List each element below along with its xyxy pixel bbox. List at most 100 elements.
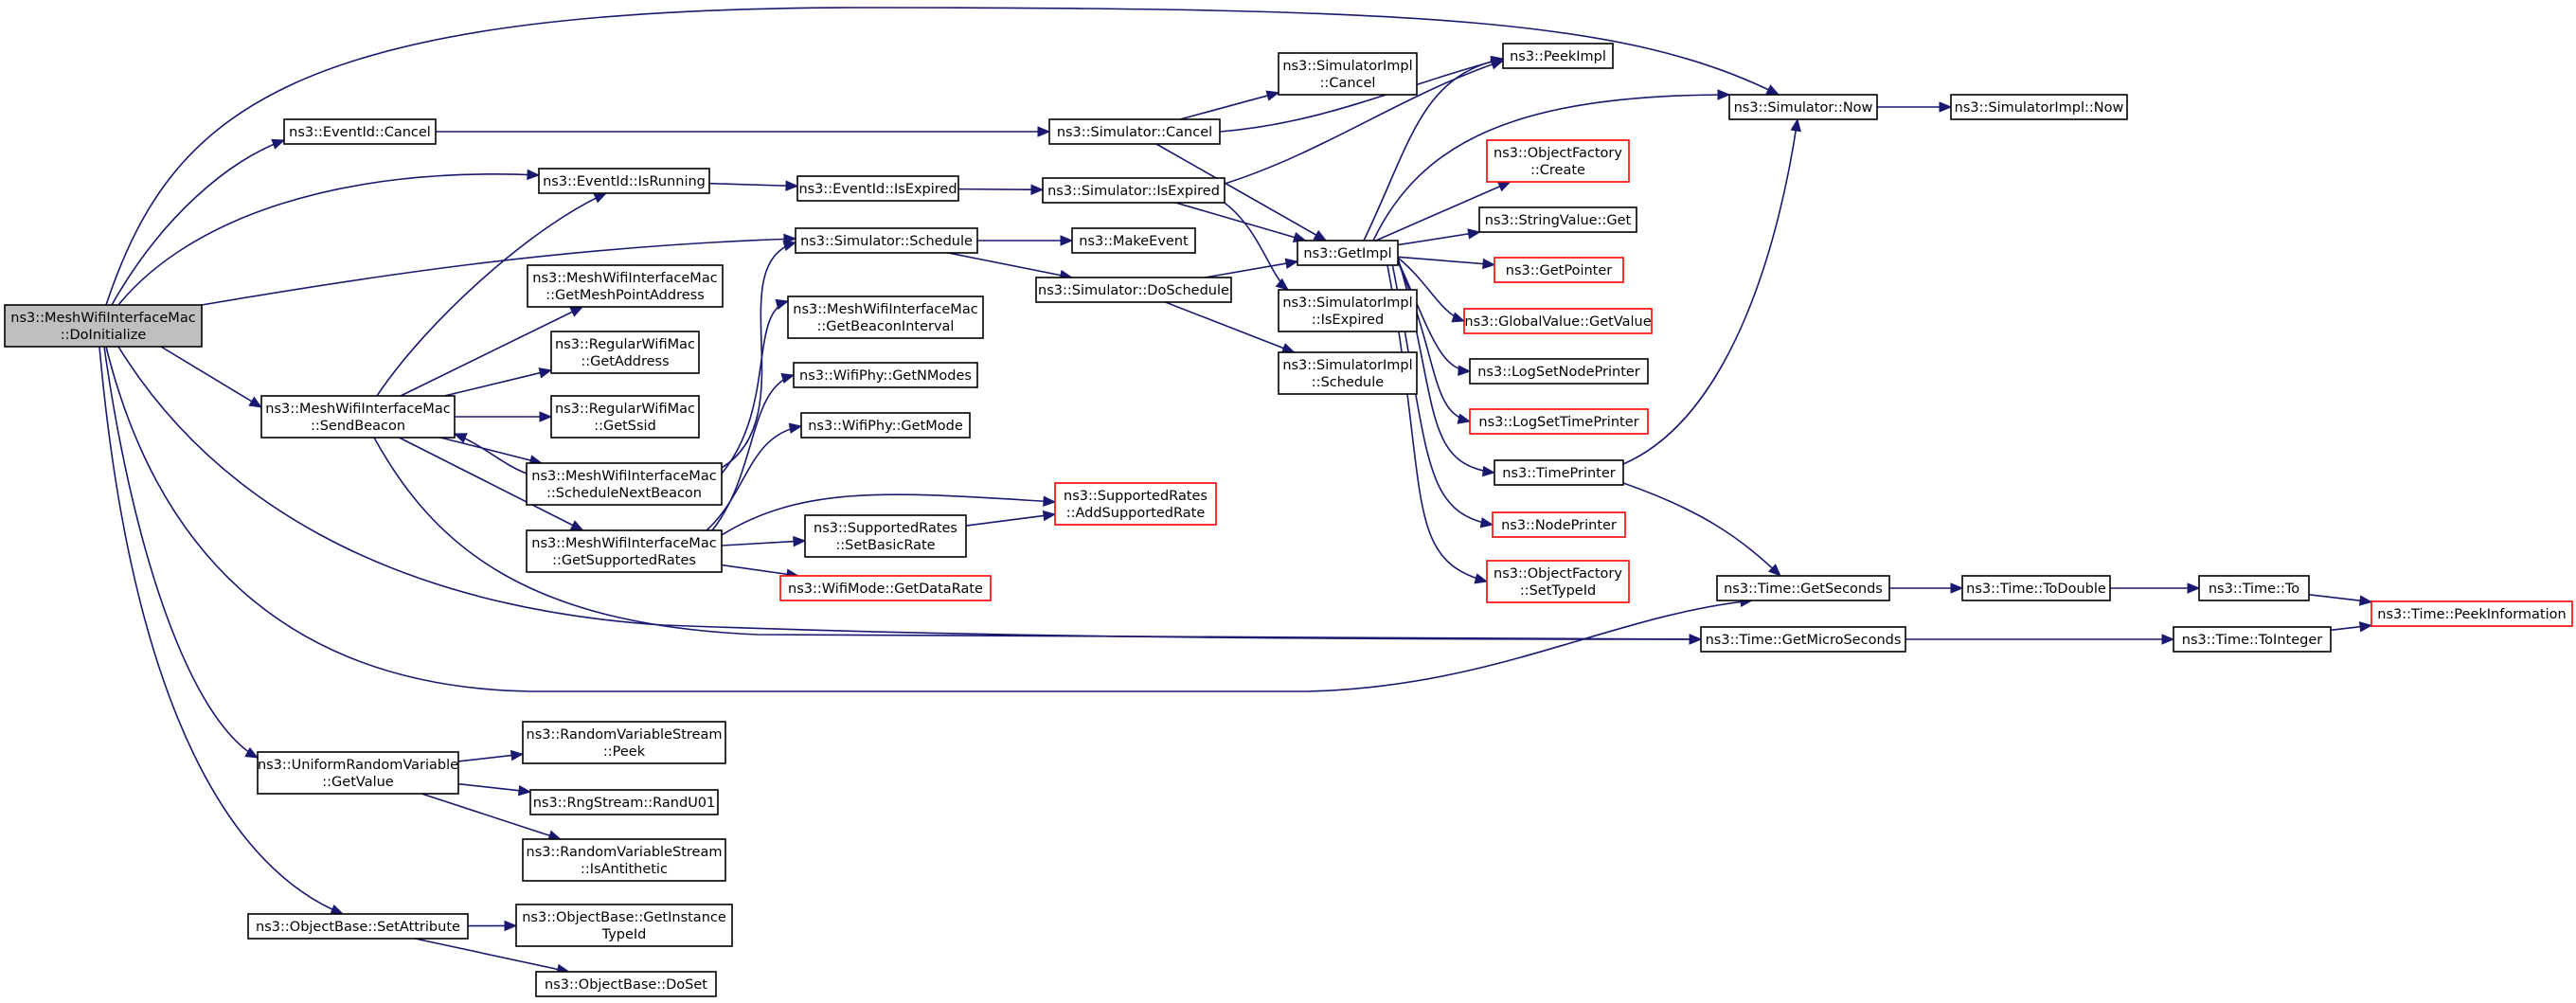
node-SimNow[interactable]: ns3::Simulator::Now (1728, 94, 1878, 120)
edge-line (957, 188, 1044, 191)
edge-GetSupportedRates-to-SetBasicRate (721, 535, 807, 547)
node-GetBeaconInterval[interactable]: ns3::MeshWifiInterfaceMac::GetBeaconInte… (787, 296, 984, 339)
node-TimePrinter[interactable]: ns3::TimePrinter (1494, 459, 1624, 486)
node-box (787, 296, 984, 339)
edge-GetSupportedRates-to-GetMode (706, 422, 803, 531)
node-ImplCancel[interactable]: ns3::SimulatorImpl::Cancel (1278, 52, 1418, 96)
node-ScheduleNextBeacon[interactable]: ns3::MeshWifiInterfaceMac::ScheduleNextB… (526, 462, 723, 506)
node-SendBeacon[interactable]: ns3::MeshWifiInterfaceMac::SendBeacon (260, 395, 456, 439)
node-ToDouble[interactable]: ns3::Time::ToDouble (1961, 575, 2111, 601)
node-label-line: ns3::StringValue::Get (1485, 213, 1632, 228)
arrowhead-icon (1496, 181, 1512, 192)
node-label-line: ns3::RegularWifiMac (555, 402, 695, 417)
node-ToInteger[interactable]: ns3::Time::ToInteger (2173, 626, 2332, 653)
node-PeekImpl[interactable]: ns3::PeekImpl (1502, 43, 1614, 69)
arrowhead-icon (785, 180, 799, 191)
node-NodePrinter[interactable]: ns3::NodePrinter (1492, 511, 1626, 538)
node-ImplNow[interactable]: ns3::SimulatorImpl::Now (1950, 94, 2128, 120)
node-label-line: ns3::ObjectFactory (1494, 146, 1622, 161)
arrowhead-icon (1490, 55, 1505, 67)
node-SimSchedule[interactable]: ns3::Simulator::Schedule (795, 227, 978, 254)
node-UniformGetValue[interactable]: ns3::UniformRandomVariable::GetValue (257, 751, 459, 795)
node-label-line: ::IsAntithetic (581, 862, 668, 877)
node-label-line: ::GetValue (322, 775, 394, 790)
arrowhead-icon (271, 138, 286, 150)
node-SetAttribute[interactable]: ns3::ObjectBase::SetAttribute (247, 913, 469, 940)
node-label-line: ns3::RngStream::RandU01 (533, 796, 716, 811)
node-SimIsExpired[interactable]: ns3::Simulator::IsExpired (1042, 177, 1225, 204)
node-box (550, 395, 700, 439)
node-box (2198, 575, 2310, 601)
node-label-line: ns3::WifiPhy::GetNModes (799, 368, 972, 384)
node-RVSPeek[interactable]: ns3::RandomVariableStream::Peek (522, 721, 726, 764)
node-ImplIsExpired[interactable]: ns3::SimulatorImpl::IsExpired (1278, 289, 1418, 332)
arrowhead-icon (1043, 495, 1057, 507)
node-DoSchedule[interactable]: ns3::Simulator::DoSchedule (1035, 277, 1232, 303)
edge-TimeTo-to-PeekInformation (2308, 594, 2373, 606)
node-GetImpl[interactable]: ns3::GetImpl (1297, 240, 1399, 266)
edge-GetSeconds-to-ToDouble (1889, 582, 1964, 594)
node-label-line: ns3::LogSetNodePrinter (1477, 365, 1640, 380)
node-GetNModes[interactable]: ns3::WifiPhy::GetNModes (793, 362, 978, 388)
edge-DoSchedule-to-ImplSchedule (1165, 301, 1296, 353)
arrowhead-icon (780, 372, 796, 385)
edge-GetImpl-to-SimNow (1372, 89, 1731, 242)
node-GetMeshPointAddress[interactable]: ns3::MeshWifiInterfaceMac::GetMeshPointA… (527, 264, 724, 308)
node-EventIdIsRunning[interactable]: ns3::EventId::IsRunning (538, 168, 710, 194)
node-box (4, 304, 203, 348)
node-TimeTo[interactable]: ns3::Time::To (2198, 575, 2310, 601)
arrowhead-icon (1060, 235, 1074, 246)
edge-line (117, 173, 540, 306)
node-IsAntithetic[interactable]: ns3::RandomVariableStream::IsAntithetic (522, 838, 726, 882)
arrowhead-icon (1481, 465, 1496, 477)
arrowhead-icon (248, 396, 263, 408)
node-box (1469, 358, 1649, 385)
node-label-line: ns3::LogSetTimePrinter (1478, 415, 1638, 430)
node-RandU01[interactable]: ns3::RngStream::RandU01 (529, 789, 719, 815)
node-StringValueGet[interactable]: ns3::StringValue::Get (1478, 206, 1637, 233)
node-LogSetTimePrinter[interactable]: ns3::LogSetTimePrinter (1469, 408, 1649, 435)
node-ImplSchedule[interactable]: ns3::SimulatorImpl::Schedule (1278, 351, 1418, 395)
node-box (796, 175, 959, 202)
edge-line (415, 938, 569, 973)
node-label-line: ns3::MeshWifiInterfaceMac (265, 402, 450, 417)
arrowhead-icon (1458, 365, 1472, 376)
node-box (1035, 277, 1232, 303)
node-GetPointer[interactable]: ns3::GetPointer (1494, 257, 1624, 283)
node-GlobalGetValue[interactable]: ns3::GlobalValue::GetValue (1463, 308, 1653, 334)
node-GetSupportedRates[interactable]: ns3::MeshWifiInterfaceMac::GetSupportedR… (526, 529, 723, 573)
node-box (1042, 177, 1225, 204)
node-RegGetAddress[interactable]: ns3::RegularWifiMac::GetAddress (550, 331, 700, 374)
node-DoInitialize[interactable]: ns3::MeshWifiInterfaceMac::DoInitialize (4, 304, 203, 348)
node-EventIdCancel[interactable]: ns3::EventId::Cancel (283, 118, 437, 145)
node-EventIdIsExpired[interactable]: ns3::EventId::IsExpired (796, 175, 959, 202)
node-layer: ns3::MeshWifiInterfaceMac::DoInitializen… (4, 43, 2573, 997)
node-box (283, 118, 437, 145)
edge-line (457, 782, 531, 793)
node-RegGetSsid[interactable]: ns3::RegularWifiMac::GetSsid (550, 395, 700, 439)
node-GetMicroSeconds[interactable]: ns3::Time::GetMicroSeconds (1700, 626, 1906, 653)
edge-line (105, 7, 1780, 306)
node-OFCreate[interactable]: ns3::ObjectFactory::Create (1486, 139, 1630, 183)
node-OFSetTypeId[interactable]: ns3::ObjectFactory::SetTypeId (1486, 560, 1630, 603)
node-PeekInformation[interactable]: ns3::Time::PeekInformation (2370, 600, 2573, 627)
node-SimCancel[interactable]: ns3::Simulator::Cancel (1048, 118, 1221, 145)
arrowhead-icon (1280, 343, 1296, 353)
edge-line (721, 540, 806, 546)
node-DoSet[interactable]: ns3::ObjectBase::DoSet (535, 971, 717, 997)
node-box (793, 362, 978, 388)
arrowhead-icon (1939, 101, 1953, 113)
node-MakeEvent[interactable]: ns3::MakeEvent (1071, 227, 1196, 254)
node-GetDataRate[interactable]: ns3::WifiMode::GetDataRate (779, 575, 992, 601)
node-SetBasicRate[interactable]: ns3::SupportedRates::SetBasicRate (804, 514, 967, 558)
node-GetSeconds[interactable]: ns3::Time::GetSeconds (1716, 575, 1890, 601)
edge-line (721, 242, 796, 469)
arrowhead-icon (1037, 126, 1051, 137)
node-LogSetNodePrinter[interactable]: ns3::LogSetNodePrinter (1469, 358, 1649, 385)
node-GetMode[interactable]: ns3::WifiPhy::GetMode (800, 412, 971, 439)
arrowhead-icon (1479, 517, 1494, 528)
node-AddSupportedRate[interactable]: ns3::SupportedRates::AddSupportedRate (1054, 482, 1217, 526)
edge-DoInitialize-to-UniformGetValue (103, 346, 259, 759)
